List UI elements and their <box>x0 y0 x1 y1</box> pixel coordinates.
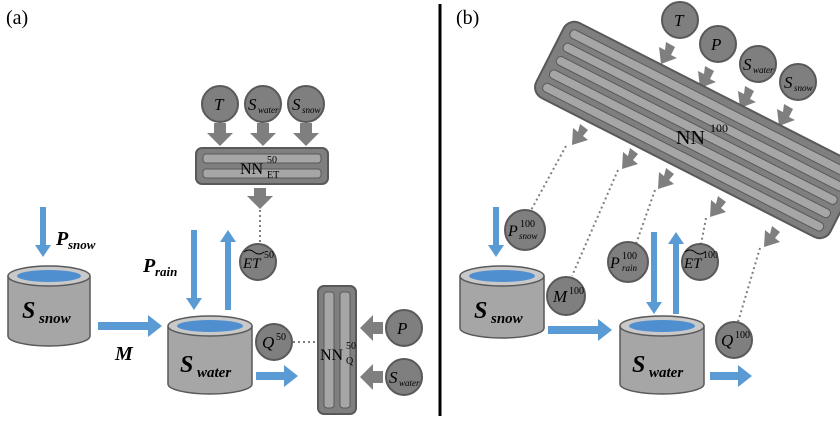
svg-text:P: P <box>609 255 620 272</box>
svg-text:S: S <box>389 368 398 387</box>
svg-text:NN: NN <box>320 347 344 364</box>
panel-b-p-snow-circle: P 100 snow <box>504 209 546 251</box>
panel-b-et-circle: ET 100 <box>681 243 719 281</box>
svg-text:S: S <box>784 73 793 92</box>
svg-text:Q: Q <box>721 331 733 350</box>
panel-a-input-t: T <box>201 85 239 123</box>
svg-text:S: S <box>743 55 752 74</box>
panel-b-p-rain-circle: P 100 rain <box>607 241 649 283</box>
svg-text:water: water <box>649 365 683 381</box>
svg-text:snow: snow <box>794 83 813 93</box>
panel-a-gray-arrows-right <box>360 315 383 390</box>
panel-a-input-p: P <box>385 309 423 347</box>
panel-b-nn-box <box>534 20 840 240</box>
svg-text:snow: snow <box>490 311 524 327</box>
svg-text:M: M <box>552 287 568 306</box>
svg-text:rain: rain <box>622 263 638 273</box>
svg-text:rain: rain <box>155 264 177 279</box>
panel-b-input-swater: S water <box>739 45 777 83</box>
panel-b-output-arrows <box>572 124 780 247</box>
panel-b-p-snow-arrow <box>488 207 504 257</box>
panel-b-p-rain-arrow <box>646 232 662 314</box>
svg-text:50: 50 <box>346 341 356 352</box>
panel-a-et-up-arrow <box>220 230 236 310</box>
panel-a-m-arrow <box>98 315 162 337</box>
panel-b-dotted-lines <box>529 145 761 323</box>
svg-text:50: 50 <box>264 250 274 261</box>
svg-text:NN: NN <box>240 161 264 178</box>
svg-text:ET: ET <box>242 256 262 272</box>
panel-b-m-circle: M 100 <box>546 276 586 316</box>
svg-text:T: T <box>214 95 225 114</box>
panel-b-q-circle: Q 100 <box>715 321 753 359</box>
svg-text:P: P <box>710 35 721 54</box>
panel-a-p-snow-label: P snow <box>55 228 96 252</box>
svg-text:P: P <box>507 223 518 240</box>
panel-b-s-snow-tank: S snow <box>459 265 545 339</box>
panel-b-et-up-arrow <box>668 232 684 314</box>
panel-a-nn-et: NN 50 ET <box>195 147 329 185</box>
svg-text:S: S <box>248 95 257 114</box>
svg-text:100: 100 <box>569 286 584 297</box>
panel-a-m-label: M <box>114 343 134 365</box>
svg-text:P: P <box>142 255 156 277</box>
svg-text:50: 50 <box>267 155 277 166</box>
panel-b-label: (b) <box>456 7 479 29</box>
panel-a-gray-arrows-top <box>207 123 319 146</box>
svg-text:S: S <box>474 298 487 324</box>
panel-b-input-t: T <box>661 1 699 39</box>
svg-text:P: P <box>55 228 69 250</box>
svg-text:water: water <box>258 105 279 115</box>
svg-text:P: P <box>396 319 407 338</box>
panel-b-s-water-tank: S water <box>619 315 705 395</box>
panel-a-input-swater: S water <box>244 85 282 123</box>
panel-a-input-ssnow: S snow <box>287 85 325 123</box>
panel-a-p-snow-arrow <box>35 207 51 257</box>
panel-b-nn-label: NN 100 <box>676 121 728 149</box>
svg-text:100: 100 <box>520 219 535 230</box>
svg-text:T: T <box>674 11 685 30</box>
panel-a-q-out-arrow <box>256 365 298 387</box>
panel-a-label: (a) <box>6 7 28 29</box>
svg-text:water: water <box>753 65 774 75</box>
panel-a-p-rain-arrow <box>186 230 202 310</box>
panel-a-q-circle: Q 50 <box>255 323 293 361</box>
svg-text:snow: snow <box>302 105 321 115</box>
svg-text:snow: snow <box>519 231 538 241</box>
svg-text:100: 100 <box>710 121 728 135</box>
panel-a-nn-q: NN 50 Q <box>317 285 357 415</box>
panel-a-et-circle: ET 50 <box>239 243 277 281</box>
svg-text:ET: ET <box>683 256 703 272</box>
svg-text:Q: Q <box>262 333 274 352</box>
svg-text:snow: snow <box>67 237 96 252</box>
panel-b-q-out-arrow <box>710 365 752 387</box>
panel-a-input-swater-2: S water <box>385 358 423 396</box>
panel-a-nn-et-out-arrow <box>247 188 273 209</box>
panel-b-m-arrow <box>548 319 612 341</box>
svg-text:water: water <box>399 378 420 388</box>
svg-text:ET: ET <box>267 170 279 181</box>
svg-text:100: 100 <box>622 251 637 262</box>
svg-text:snow: snow <box>38 311 72 327</box>
panel-a-s-water-tank: S water <box>167 315 253 395</box>
panel-b-input-ssnow: S snow <box>779 63 817 101</box>
svg-text:S: S <box>180 352 193 378</box>
svg-text:S: S <box>292 95 301 114</box>
svg-text:water: water <box>197 365 231 381</box>
panel-a-s-snow-tank: S snow <box>7 265 91 347</box>
svg-text:S: S <box>632 352 645 378</box>
svg-text:Q: Q <box>346 356 354 367</box>
svg-text:100: 100 <box>735 330 750 341</box>
svg-text:NN: NN <box>676 127 705 149</box>
panel-b-input-arrows <box>659 42 795 126</box>
svg-text:100: 100 <box>703 250 718 261</box>
panel-b-input-p: P <box>699 25 737 63</box>
panel-a-p-rain-label: P rain <box>142 255 177 279</box>
svg-text:50: 50 <box>276 332 286 343</box>
svg-text:S: S <box>22 298 35 324</box>
